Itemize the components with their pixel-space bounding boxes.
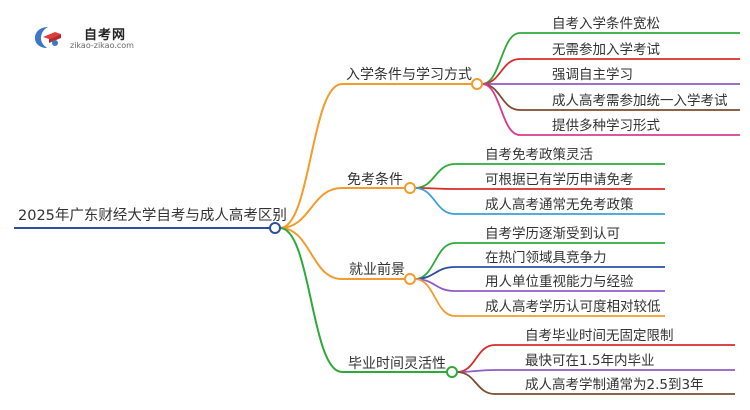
branch-label-employment: 就业前景 xyxy=(349,262,405,278)
logo-mark-icon xyxy=(35,27,61,48)
branch-to-leaf-connector xyxy=(481,58,521,85)
leaf-label: 在热门领域具竞争力 xyxy=(485,250,607,266)
branch-to-leaf-connector xyxy=(456,344,496,373)
root-to-branch-connector xyxy=(279,227,343,373)
root-topic-label: 2025年广东财经大学自考与成人高考区别 xyxy=(18,208,287,224)
branch-node xyxy=(404,182,416,194)
root-to-branch-connector xyxy=(279,227,343,280)
leaf-label: 成人高考通常无免考政策 xyxy=(485,197,634,213)
logo-url: zikao-zikao.com xyxy=(70,41,134,50)
root-node xyxy=(269,222,281,234)
branch-to-leaf-connector xyxy=(481,83,521,136)
branch-to-leaf-connector xyxy=(456,371,496,395)
leaf-label: 无需参加入学考试 xyxy=(552,42,660,58)
leaf-label: 自考学历逐渐受到认可 xyxy=(485,226,620,242)
branch-to-leaf-connector xyxy=(414,187,456,215)
site-logo[interactable]: 自考网 zikao-zikao.com xyxy=(31,22,141,52)
leaf-label: 用人单位重视能力与经验 xyxy=(485,274,634,290)
leaf-label: 最快可在1.5年内毕业 xyxy=(525,353,655,369)
branch-node xyxy=(404,273,416,285)
branch-node xyxy=(471,78,483,90)
logo-name: 自考网 xyxy=(84,28,127,43)
branch-label-graduation: 毕业时间灵活性 xyxy=(348,356,446,372)
root-to-branch-connector xyxy=(279,83,343,229)
leaf-label: 成人高考学制通常为2.5到3年 xyxy=(525,377,704,393)
leaf-label: 自考毕业时间无固定限制 xyxy=(525,328,674,344)
branch-to-leaf-connector xyxy=(481,32,521,85)
root-to-branch-connector xyxy=(279,187,343,229)
branch-label-exemption: 免考条件 xyxy=(347,172,403,188)
branch-to-leaf-connector xyxy=(414,163,456,189)
leaf-label: 自考入学条件宽松 xyxy=(552,16,660,32)
leaf-label: 提供多种学习形式 xyxy=(552,118,660,134)
leaf-label: 可根据已有学历申请免考 xyxy=(485,172,634,188)
branch-label-admission: 入学条件与学习方式 xyxy=(346,67,472,83)
branch-to-leaf-connector xyxy=(414,278,456,317)
leaf-label: 成人高考需参加统一入学考试 xyxy=(552,93,728,109)
leaf-label: 成人高考学历认可度相对较低 xyxy=(485,299,661,315)
leaf-label: 强调自主学习 xyxy=(552,67,633,83)
leaf-label: 自考免考政策灵活 xyxy=(485,147,593,163)
branch-node xyxy=(446,366,458,378)
branch-to-leaf-connector xyxy=(481,83,521,111)
